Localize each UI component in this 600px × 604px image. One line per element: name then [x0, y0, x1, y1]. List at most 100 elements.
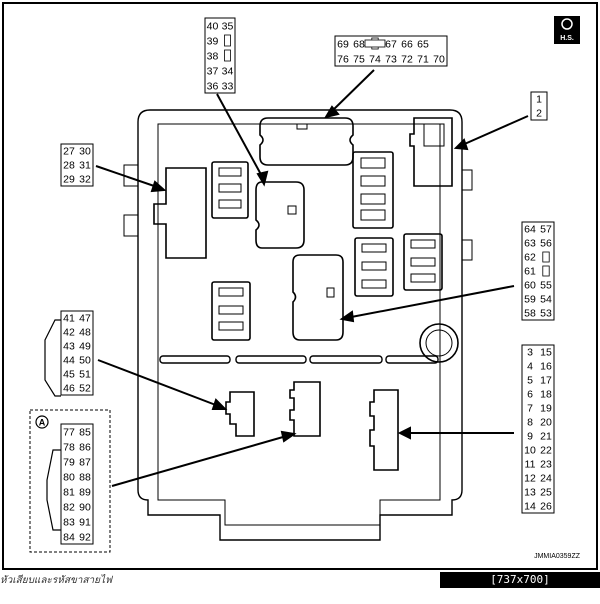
connector-socket-c5: [292, 254, 344, 341]
pin-number: 1: [536, 94, 542, 106]
pin-number: 32: [79, 174, 91, 186]
connector-c3-pin-table: 12: [530, 91, 548, 121]
connector-socket-c8: [289, 381, 321, 437]
pin-number: 8: [527, 417, 533, 429]
pin-number: 79: [63, 457, 75, 469]
pin-number: 31: [79, 160, 91, 172]
pin-number: 69: [337, 39, 349, 51]
fuse-block-4: [403, 233, 443, 291]
pin-number: 64: [524, 224, 536, 236]
handwritten-scrawl: หัวเสียบและรหัสขาสายไฟ: [0, 575, 113, 586]
pin-number: 39: [207, 36, 219, 48]
empty-pin-slot: [224, 34, 231, 47]
pin-number: 80: [63, 472, 75, 484]
pin-number: 73: [385, 54, 397, 66]
callout-a-frame: A: [29, 409, 111, 553]
pin-number: 10: [524, 445, 536, 457]
pin-number: 37: [207, 66, 219, 78]
pin-number: 88: [79, 472, 91, 484]
pin-number: 84: [63, 532, 75, 544]
pin-number: 77: [63, 427, 75, 439]
hs-badge: H.S.: [554, 16, 580, 44]
pin-number: 4: [527, 361, 533, 373]
pin-number: 43: [63, 341, 75, 353]
diagram-frame: [2, 2, 598, 570]
pin-number: 51: [79, 369, 91, 381]
callout-a-marker: [35, 415, 49, 429]
pin-number: 70: [433, 54, 445, 66]
pin-number: 5: [527, 375, 533, 387]
empty-pin-slot: [224, 49, 231, 62]
pin-number: 55: [540, 280, 552, 292]
pin-number: 9: [527, 431, 533, 443]
pin-number: 62: [524, 252, 536, 264]
pin-number: 12: [524, 473, 536, 485]
pin-number: 53: [540, 308, 552, 320]
pin-number: 38: [207, 51, 219, 63]
empty-pin-slot: [542, 265, 550, 277]
pin-number: 40: [207, 21, 219, 33]
pin-number: 60: [524, 280, 536, 292]
pin-number: 28: [63, 160, 75, 172]
pin-number: 74: [369, 54, 381, 66]
pin-number: 2: [536, 108, 542, 120]
pin-number: 92: [79, 532, 91, 544]
pin-number: 42: [63, 327, 75, 339]
pin-number: 67: [385, 39, 397, 51]
relay-socket-right: [409, 117, 453, 187]
pin-number: 61: [524, 266, 536, 278]
pin-number: 29: [63, 174, 75, 186]
fuse-block-2: [352, 151, 394, 229]
pin-number: 59: [524, 294, 536, 306]
pin-number: 47: [79, 313, 91, 325]
pin-number: 57: [540, 224, 552, 236]
pin-number: 65: [417, 39, 429, 51]
pin-number: 25: [540, 487, 552, 499]
connector-c4-pin-table: 27 30 28 31 29 32: [60, 143, 94, 187]
pin-number: 24: [540, 473, 552, 485]
leader-lines: [95, 69, 529, 487]
pin-number: 27: [63, 146, 75, 158]
pin-number: 41: [63, 313, 75, 325]
fuse-block-1: [211, 161, 249, 219]
pin-number: 56: [540, 238, 552, 250]
pin-number: 7: [527, 403, 533, 415]
pin-number: 66: [401, 39, 413, 51]
pin-number: 20: [540, 417, 552, 429]
pin-number: 44: [63, 355, 75, 367]
pin-number: 35: [222, 21, 234, 33]
pin-number: 36: [207, 81, 219, 93]
pin-number: 49: [79, 341, 91, 353]
pin-number: 87: [79, 457, 91, 469]
pin-number: 82: [63, 502, 75, 514]
fuse-block-3: [354, 237, 394, 297]
pin-number: 78: [63, 442, 75, 454]
pin-number: 81: [63, 487, 75, 499]
pin-number: 34: [222, 66, 234, 78]
callout-a-label: A: [39, 418, 46, 428]
pin-number: 45: [63, 369, 75, 381]
pin-number: 54: [540, 294, 552, 306]
pin-number: 15: [540, 347, 552, 359]
pin-number: 18: [540, 389, 552, 401]
pin-number: 71: [417, 54, 429, 66]
pin-number: 19: [540, 403, 552, 415]
pin-number: 52: [79, 383, 91, 395]
pin-number: 30: [79, 146, 91, 158]
pin-number: 14: [524, 501, 536, 513]
connector-socket-c1: [255, 181, 305, 249]
pin-number: 21: [540, 431, 552, 443]
connector-socket-c2: [259, 117, 354, 166]
pin-number: 86: [79, 442, 91, 454]
pin-number: 89: [79, 487, 91, 499]
pin-number: 58: [524, 308, 536, 320]
image-host-watermark: [737x700] http://upic.me/: [440, 572, 600, 602]
pin-number: 50: [79, 355, 91, 367]
pin-number: 26: [540, 501, 552, 513]
pin-number: 76: [337, 54, 349, 66]
